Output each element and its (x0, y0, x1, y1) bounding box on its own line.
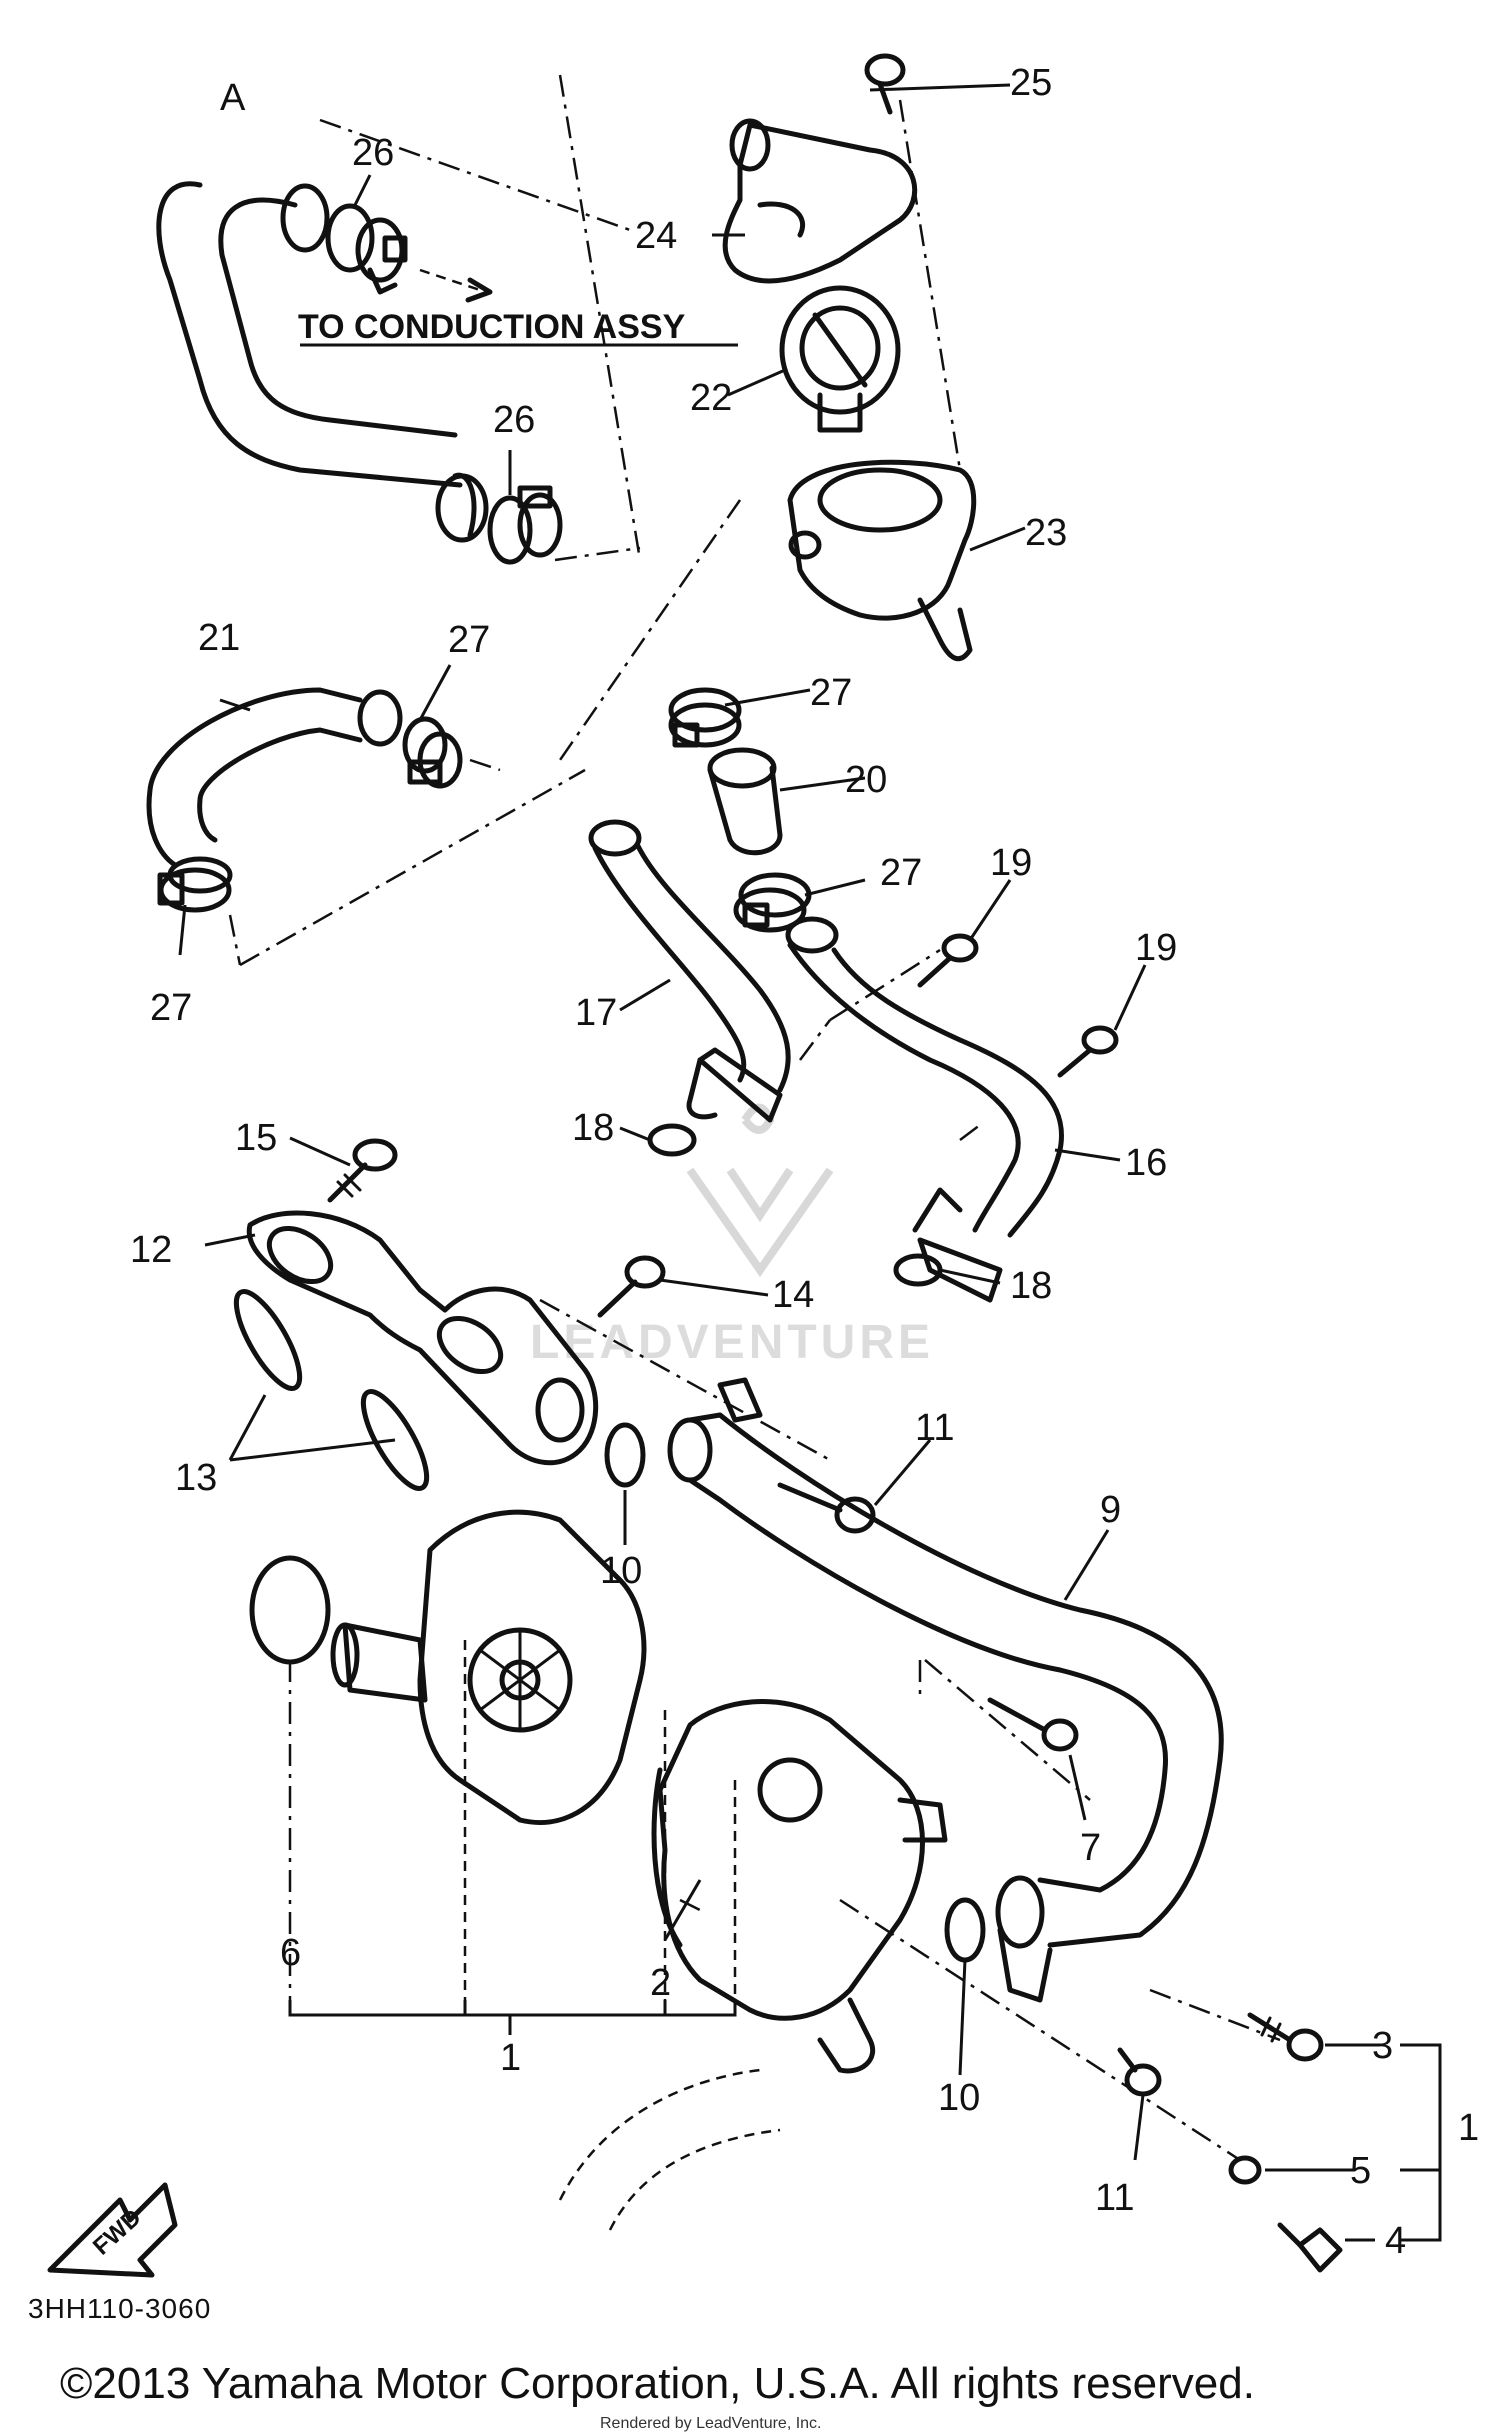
callout-24: 24 (635, 215, 677, 257)
callout-1-right: 1 (1458, 2107, 1479, 2149)
hose-upper-left (156, 181, 489, 543)
callout-5: 5 (1350, 2150, 1371, 2192)
hose-21 (146, 687, 403, 868)
hose-clamp-27-c (668, 687, 742, 748)
callout-26-lower: 26 (493, 399, 535, 441)
view-mark-label: A (220, 77, 246, 119)
thermostat-housing-23 (787, 459, 977, 662)
o-ring-6 (249, 1555, 331, 1665)
callout-27-b: 27 (150, 987, 192, 1029)
hose-clamp-26-lower (487, 485, 563, 565)
callout-26-upper: 26 (352, 132, 394, 174)
bolt-11-upper (777, 1482, 876, 1534)
bolt-11-lower (1117, 2047, 1162, 2097)
pipe-9 (667, 1377, 1224, 2003)
thermostat-cover-24 (722, 118, 918, 284)
watermark-text: LEADVENTURE (530, 1316, 934, 1369)
copyright-text: ©2013 Yamaha Motor Corporation, U.S.A. A… (60, 2359, 1255, 2408)
rendered-by-text: Rendered by LeadVenture, Inc. (600, 2415, 822, 2432)
callout-14: 14 (772, 1274, 814, 1316)
bolt-14 (597, 1255, 666, 1318)
pump-cover-2 (651, 1699, 948, 2074)
callout-27-d: 27 (880, 852, 922, 894)
bolt-7 (987, 1697, 1079, 1752)
callout-6: 6 (280, 1932, 301, 1974)
washer-5 (1228, 2155, 1262, 2185)
joint-12 (246, 1210, 599, 1466)
callout-17: 17 (575, 992, 617, 1034)
callout-13: 13 (175, 1457, 217, 1499)
thermostat-22 (779, 285, 901, 433)
conduction-assy-note: TO CONDUCTION ASSY (298, 308, 686, 346)
hose-clamp-26-upper (325, 203, 408, 295)
callout-4: 4 (1385, 2220, 1406, 2262)
callout-18-right: 18 (1010, 1265, 1052, 1307)
pipe-17 (588, 819, 791, 1123)
callout-20: 20 (845, 759, 887, 801)
gasket-13-upper (233, 1289, 303, 1391)
callout-2: 2 (650, 1962, 671, 2004)
watermark-logo: LEADVENTURE (530, 1103, 934, 1369)
callout-12: 12 (130, 1229, 172, 1271)
part1-bracket (288, 2000, 1442, 2242)
callout-21: 21 (198, 617, 240, 659)
dashed-guide-lines (228, 74, 1281, 2162)
callout-15: 15 (235, 1117, 277, 1159)
bolt-4 (1277, 2222, 1343, 2273)
callout-18-left: 18 (572, 1107, 614, 1149)
o-ring-10-right (944, 1897, 986, 1963)
callout-10-left: 10 (600, 1550, 642, 1592)
callout-3: 3 (1372, 2025, 1393, 2067)
callout-25: 25 (1010, 62, 1052, 104)
o-ring-18-left (647, 1123, 697, 1157)
callout-27-c: 27 (810, 672, 852, 714)
bolt-19-upper (917, 933, 979, 988)
conduction-arrow (300, 268, 738, 347)
bolt-25 (864, 53, 906, 115)
bolt-19-lower (1057, 1025, 1119, 1078)
callout-1-left: 1 (500, 2037, 521, 2079)
callout-23: 23 (1025, 512, 1067, 554)
callout-16: 16 (1125, 1142, 1167, 1184)
callout-22: 22 (690, 377, 732, 419)
hose-clamp-27-a (402, 716, 463, 789)
diagram-code: 3HH110-3060 (28, 2293, 211, 2324)
bolt-3 (1247, 2012, 1324, 2062)
callout-19-lower: 19 (1135, 927, 1177, 969)
o-ring-10-left (604, 1422, 646, 1488)
engine-outline (558, 2068, 781, 2231)
hose-clamp-27-b (157, 856, 233, 913)
hose-20 (707, 747, 783, 856)
forward-arrow-icon: FWD (47, 2182, 178, 2278)
pump-impeller-housing (330, 1509, 647, 1825)
callout-10-right: 10 (938, 2077, 980, 2119)
callout-11-upper: 11 (915, 1407, 954, 1449)
pipe-16 (785, 916, 1064, 1303)
callout-11-lower: 11 (1095, 2177, 1134, 2219)
callout-19-upper: 19 (990, 842, 1032, 884)
bolt-15 (327, 1138, 398, 1203)
leader-lines (178, 83, 1380, 2242)
gasket-13-lower (360, 1389, 430, 1491)
callout-27-a: 27 (448, 619, 490, 661)
callout-9: 9 (1100, 1489, 1121, 1531)
callout-7: 7 (1080, 1827, 1101, 1869)
